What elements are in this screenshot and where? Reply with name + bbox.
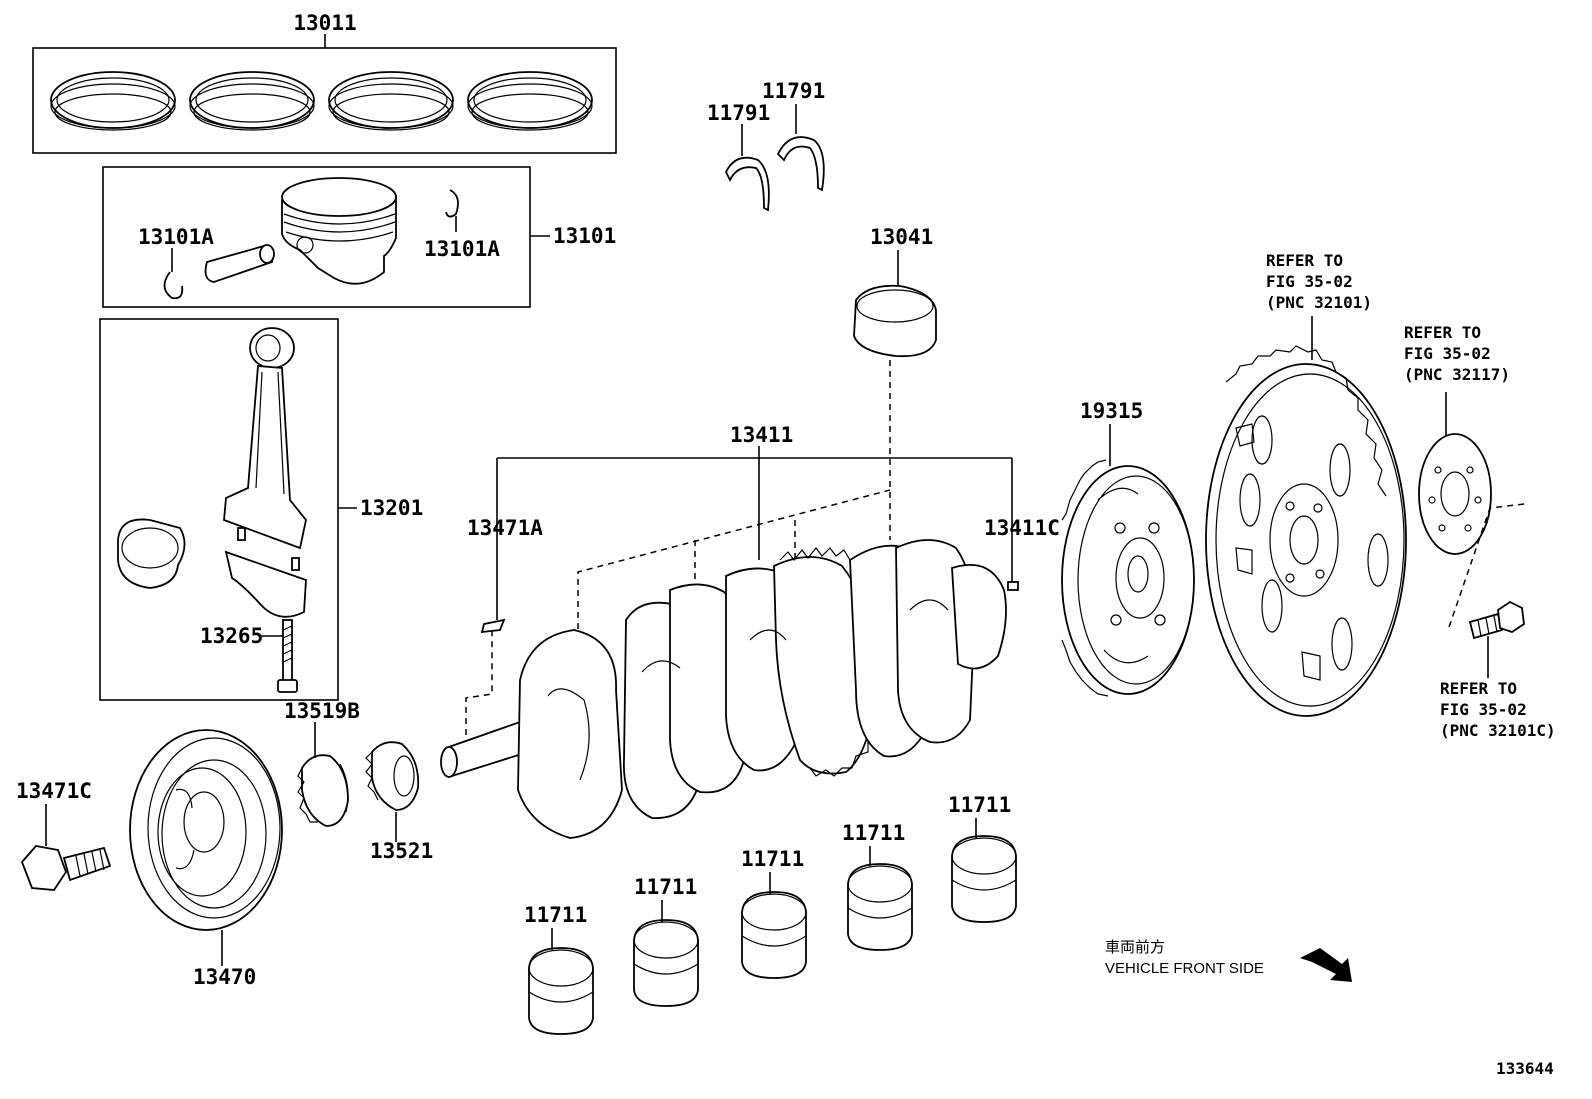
- timing-gear-13519B[interactable]: [297, 754, 349, 827]
- refer-flywheel-bolt: REFER TO FIG 35-02 (PNC 32101C): [1440, 679, 1556, 740]
- label-13471C: 13471C: [16, 779, 92, 803]
- pulley-bolt[interactable]: [20, 845, 112, 891]
- refer-flywheel: REFER TO FIG 35-02 (PNC 32101): [1266, 251, 1372, 312]
- connecting-rod-group: 13201 13265: [99, 318, 423, 701]
- flywheel[interactable]: [1205, 345, 1407, 717]
- crank-pin[interactable]: [1007, 581, 1019, 591]
- label-11711-4: 11711: [842, 821, 905, 845]
- snap-ring-right[interactable]: [445, 189, 459, 218]
- rod-bearing[interactable]: [117, 518, 186, 589]
- piston-ring-set[interactable]: [50, 71, 593, 131]
- label-13101A-left: 13101A: [138, 225, 214, 249]
- label-11711-5: 11711: [948, 793, 1011, 817]
- vehicle-front-english: VEHICLE FRONT SIDE: [1105, 960, 1264, 977]
- crank-key[interactable]: [480, 618, 506, 634]
- piston-rings-box: [32, 47, 617, 154]
- vehicle-front-note: 車両前方 VEHICLE FRONT SIDE: [1105, 939, 1352, 982]
- refer-bolt-line2: FIG 35-02: [1440, 700, 1527, 719]
- front-arrow-icon: [1300, 948, 1352, 982]
- label-13265: 13265: [200, 624, 263, 648]
- label-19315: 19315: [1080, 399, 1143, 423]
- label-11711-2: 11711: [634, 875, 697, 899]
- label-13470: 13470: [193, 965, 256, 989]
- signal-plate[interactable]: [1061, 459, 1195, 697]
- piston-pin[interactable]: [204, 244, 275, 283]
- refer-bolt-line1: REFER TO: [1440, 679, 1517, 698]
- refer-spacer-line1: REFER TO: [1404, 323, 1481, 342]
- label-13471A: 13471A: [467, 516, 543, 540]
- refer-spacer: REFER TO FIG 35-02 (PNC 32117): [1404, 323, 1510, 384]
- piston-box: [102, 166, 531, 308]
- piston-rings-group: 13011: [32, 11, 617, 154]
- label-13201: 13201: [360, 496, 423, 520]
- connecting-rod[interactable]: [223, 327, 307, 618]
- flywheel-bolt[interactable]: [1468, 600, 1525, 640]
- refer-spacer-line3: (PNC 32117): [1404, 365, 1510, 384]
- label-13101A-right: 13101A: [424, 237, 500, 261]
- flywheel-spacer[interactable]: [1418, 433, 1492, 555]
- crankshaft[interactable]: [440, 539, 1007, 839]
- label-13521: 13521: [370, 839, 433, 863]
- rod-bolt[interactable]: [277, 619, 298, 693]
- label-13411: 13411: [730, 423, 793, 447]
- label-13011: 13011: [293, 11, 356, 35]
- crank-pulley[interactable]: [129, 729, 283, 931]
- label-13519B: 13519B: [284, 699, 360, 723]
- label-13411C: 13411C: [984, 516, 1060, 540]
- label-11791-left: 11791: [707, 101, 770, 125]
- timing-sprocket-13521[interactable]: [365, 741, 420, 811]
- refer-flywheel-line3: (PNC 32101): [1266, 293, 1372, 312]
- label-11711-3: 11711: [741, 847, 804, 871]
- refer-spacer-line2: FIG 35-02: [1404, 344, 1491, 363]
- figure-number: 133644: [1496, 1059, 1554, 1078]
- bearing-13041[interactable]: [853, 284, 937, 358]
- refer-flywheel-line2: FIG 35-02: [1266, 272, 1353, 291]
- refer-flywheel-line1: REFER TO: [1266, 251, 1343, 270]
- label-11711-1: 11711: [524, 903, 587, 927]
- label-13101: 13101: [553, 224, 616, 248]
- snap-ring-left[interactable]: [163, 271, 184, 300]
- label-11791-right: 11791: [762, 79, 825, 103]
- piston[interactable]: [281, 177, 397, 285]
- label-13041: 13041: [870, 225, 933, 249]
- main-bearings[interactable]: [528, 835, 1017, 1035]
- refer-bolt-line3: (PNC 32101C): [1440, 721, 1556, 740]
- vehicle-front-japanese: 車両前方: [1105, 939, 1165, 956]
- thrust-washers[interactable]: [724, 104, 825, 212]
- crankshaft-callout: 13411: [496, 423, 1013, 620]
- connecting-rod-box: [99, 318, 339, 701]
- piston-group: 13101 13101A 13101A: [102, 166, 616, 308]
